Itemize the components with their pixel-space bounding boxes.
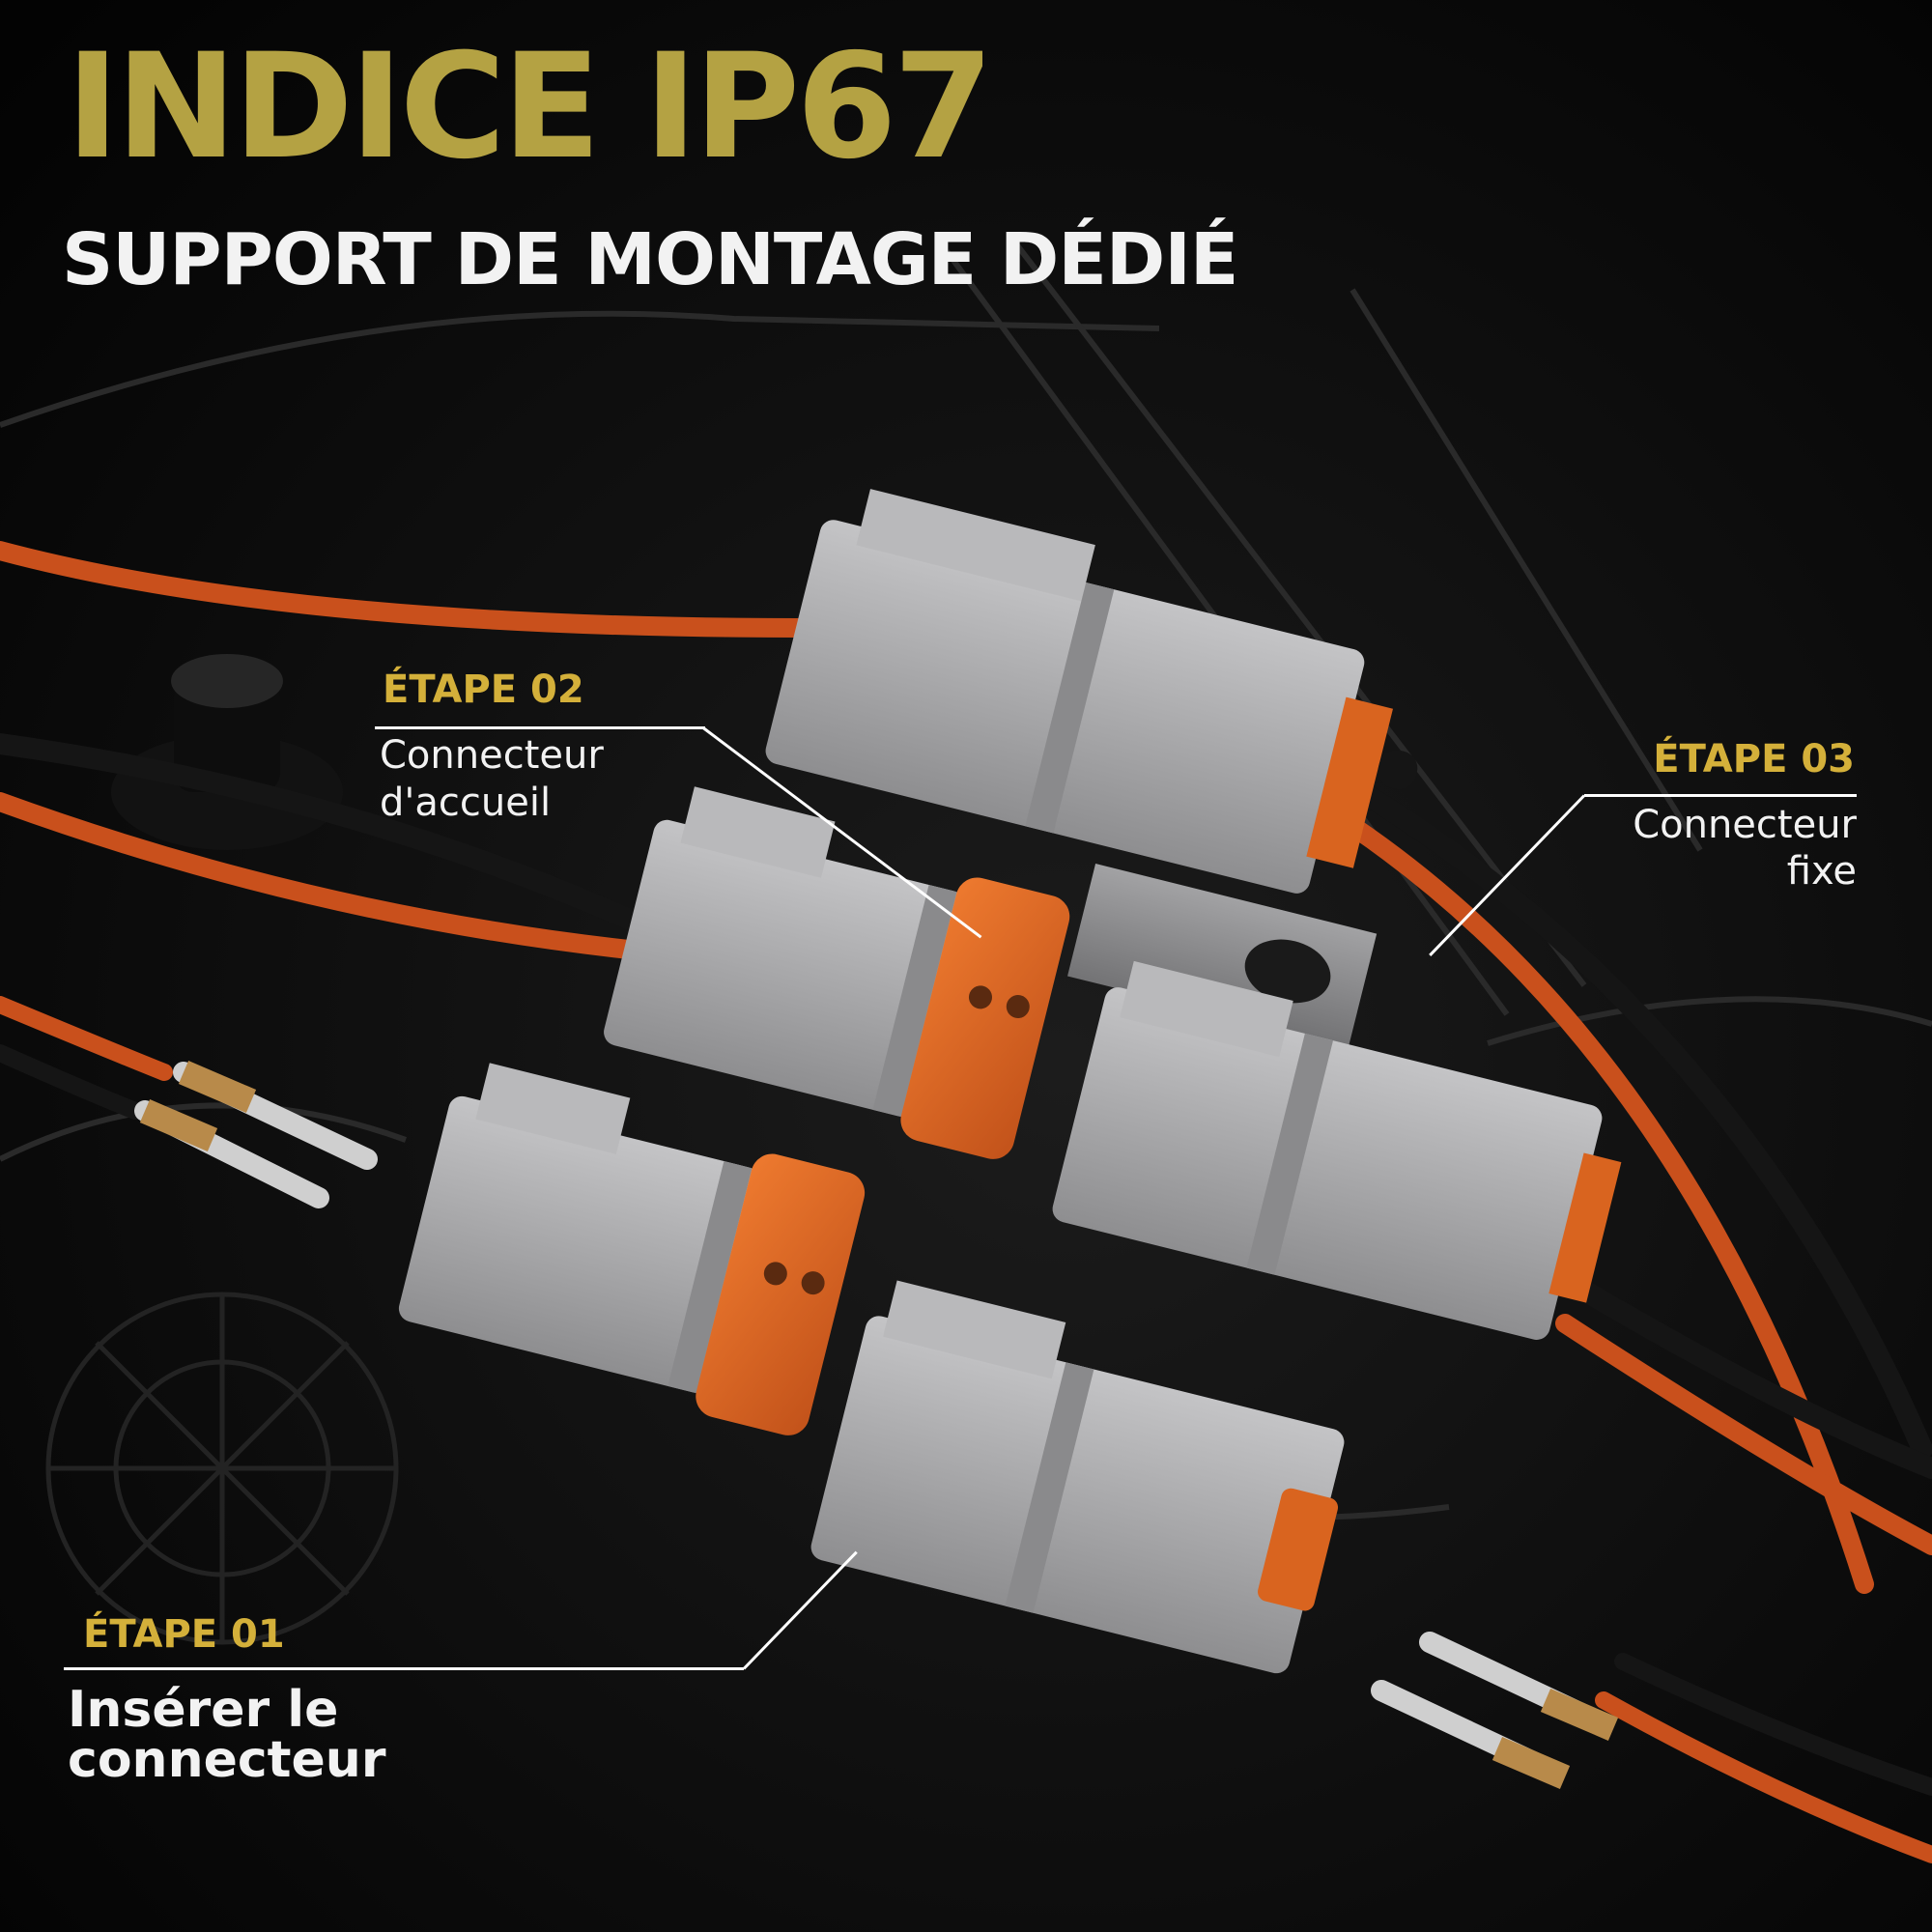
- seal-ring: [1306, 696, 1393, 868]
- terminal-pins-left: [134, 1061, 378, 1208]
- step-03-description-line2: fixe: [1786, 849, 1857, 894]
- step-02-label: ÉTAPE 02: [383, 668, 584, 712]
- bracket-bolt: [1244, 939, 1331, 1004]
- step-02-description-line2: d'accueil: [380, 781, 552, 825]
- page-subtitle: SUPPORT DE MONTAGE DÉDIÉ: [62, 218, 1238, 301]
- step-03-description-line1: Connecteur: [1633, 803, 1857, 847]
- step-02-description-line1: Connecteur: [380, 733, 604, 778]
- radial-grille: [45, 1292, 399, 1645]
- step-01-description-line2: connecteur: [68, 1731, 386, 1789]
- connector-receptacle-middle: [604, 786, 1070, 1159]
- connector-plug-middle-right: [1052, 960, 1622, 1340]
- connector-receptacle-bottom: [398, 1063, 866, 1435]
- step-01-connector-line: [64, 1667, 744, 1670]
- wires: [0, 541, 1932, 1863]
- connector-fixed: [765, 489, 1418, 1047]
- orange-seal: [696, 1153, 866, 1435]
- step-02-connector-line: [375, 726, 705, 729]
- pin-face: [1258, 1488, 1339, 1611]
- page-title: INDICE IP67: [66, 23, 994, 191]
- step-01-description-line1: Insérer le: [68, 1681, 339, 1739]
- orange-seal: [900, 877, 1070, 1159]
- step-03-connector-line: [1584, 794, 1857, 797]
- connector-plug-bottom: [810, 1280, 1345, 1674]
- step-03-label: ÉTAPE 03: [1653, 737, 1855, 781]
- step-01-label: ÉTAPE 01: [83, 1612, 285, 1657]
- terminal-pins-right: [1371, 1632, 1619, 1789]
